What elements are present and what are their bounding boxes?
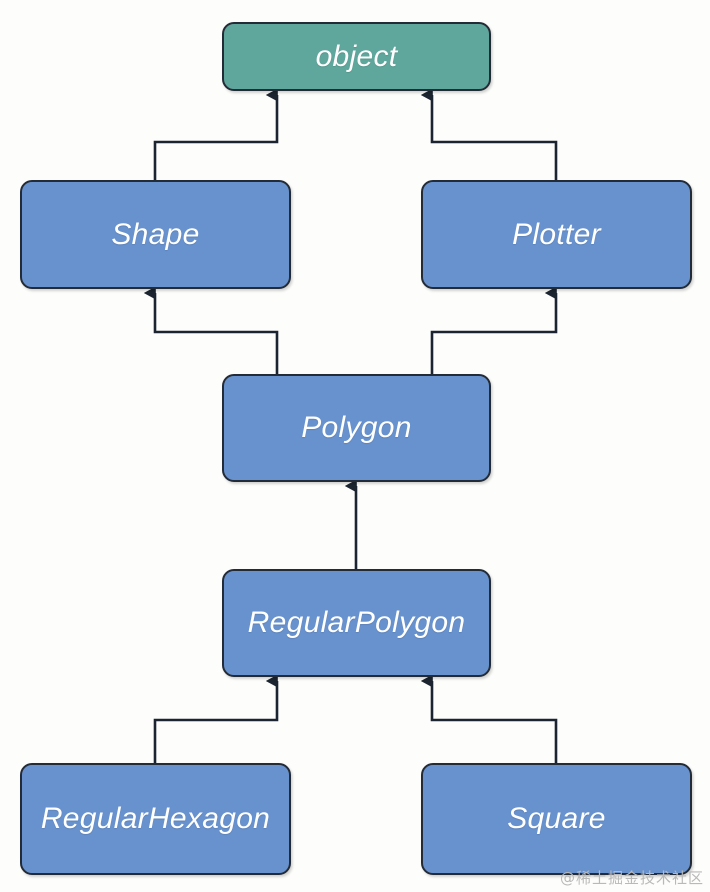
class-node-label: RegularHexagon <box>40 802 271 835</box>
class-node-label: Plotter <box>512 217 601 251</box>
class-node-shape[interactable]: Shape <box>20 180 291 289</box>
class-node-polygon[interactable]: Polygon <box>222 374 491 482</box>
class-node-label: Polygon <box>301 411 412 444</box>
edge-plotter-to-object <box>420 88 558 180</box>
class-node-label: Square <box>507 802 606 835</box>
class-node-object[interactable]: object <box>222 22 491 91</box>
edge-shape-to-object <box>153 88 279 180</box>
class-node-label: Shape <box>111 217 200 251</box>
edge-regularhexagon-to-regularpolygon <box>153 674 279 763</box>
class-node-label: RegularPolygon <box>247 606 466 639</box>
class-node-label: object <box>315 39 398 73</box>
class-node-regularpolygon[interactable]: RegularPolygon <box>222 569 491 677</box>
class-node-square[interactable]: Square <box>421 763 692 875</box>
edge-polygon-to-plotter <box>430 286 558 374</box>
class-node-plotter[interactable]: Plotter <box>421 180 692 289</box>
edge-polygon-to-shape <box>143 286 279 374</box>
edge-square-to-regularpolygon <box>420 674 558 763</box>
class-node-regularhexagon[interactable]: RegularHexagon <box>20 763 291 875</box>
watermark-text: @稀土掘金技术社区 <box>559 869 704 887</box>
